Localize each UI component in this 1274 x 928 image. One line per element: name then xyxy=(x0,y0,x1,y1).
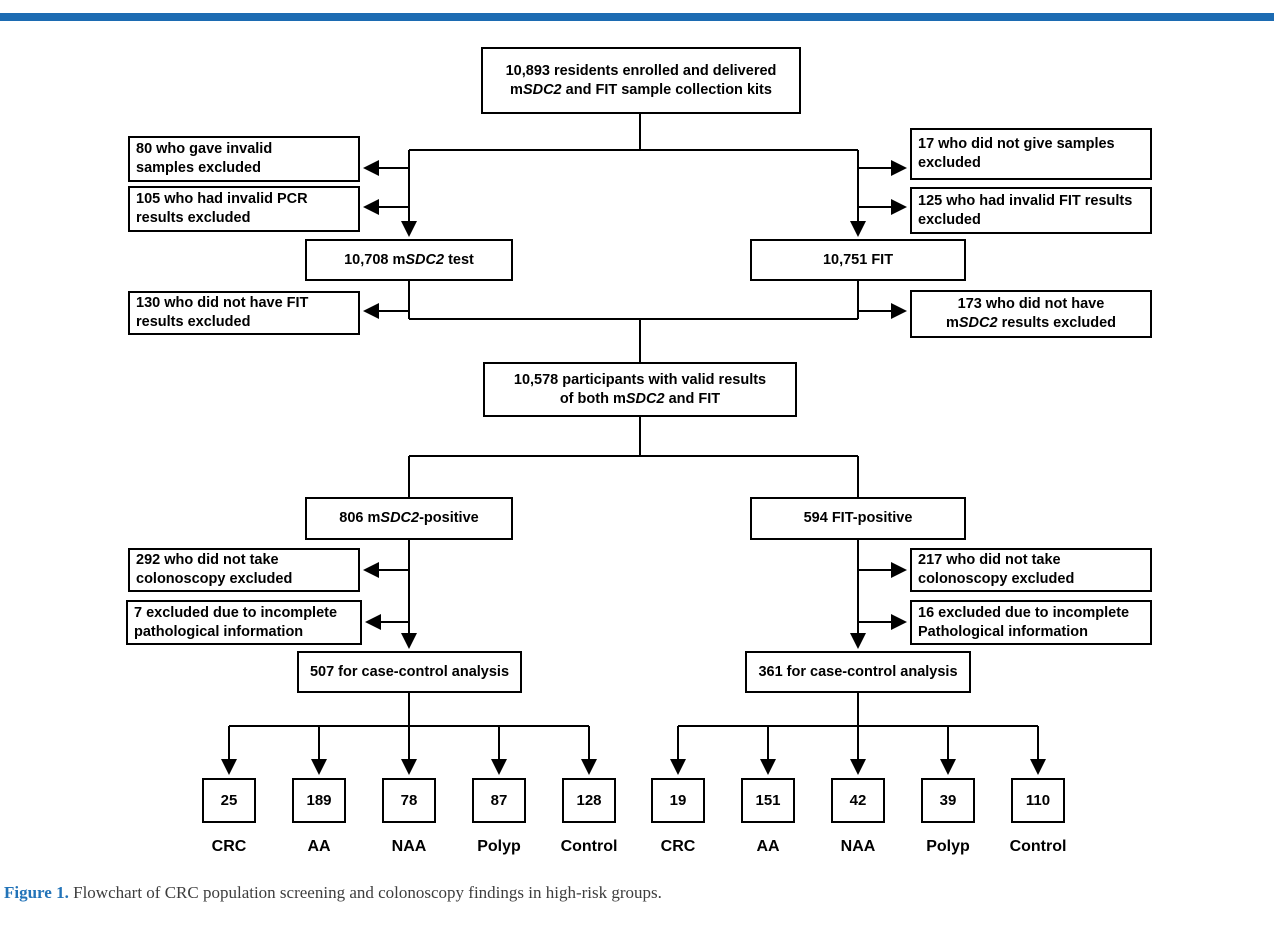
outcome-count-box-fit-crc: 19 xyxy=(651,778,705,823)
node-excluded-invalid-fit: 125 who had invalid FIT results excluded xyxy=(910,187,1152,234)
node-excluded-no-fit-results-text: 130 who did not have FIT results exclude… xyxy=(136,295,309,330)
page-top-rule xyxy=(0,13,1274,21)
outcome-count-box-msdc2-naa: 78 xyxy=(382,778,436,823)
outcome-count-box-msdc2-control: 128 xyxy=(562,778,616,823)
outcome-label-msdc2-crc: CRC xyxy=(211,838,247,855)
node-excluded-no-colonoscopy-right-text: 217 who did not take colonoscopy exclude… xyxy=(918,552,1075,587)
node-fit-test-text: 10,751 FIT xyxy=(822,251,894,268)
outcome-count-box-fit-control: 110 xyxy=(1011,778,1065,823)
node-excluded-no-colonoscopy-right: 217 who did not take colonoscopy exclude… xyxy=(910,548,1152,592)
node-excluded-invalid-pcr-text: 105 who had invalid PCR results excluded xyxy=(136,191,308,226)
connector-lines xyxy=(221,114,1046,775)
figure-caption-label: Figure 1. xyxy=(4,883,69,902)
outcome-label-fit-control: Control xyxy=(1009,838,1067,855)
outcome-count-box-msdc2-polyp: 87 xyxy=(472,778,526,823)
figure-caption-text: Flowchart of CRC population screening an… xyxy=(68,883,662,902)
node-enrolled-text: 10,893 residents enrolled and delivered … xyxy=(505,62,777,98)
node-excluded-no-fit-results: 130 who did not have FIT results exclude… xyxy=(128,291,360,335)
outcome-label-fit-naa: NAA xyxy=(840,838,876,855)
node-excluded-no-samples: 17 who did not give samples excluded xyxy=(910,128,1152,180)
node-excluded-invalid-fit-text: 125 who had invalid FIT results excluded xyxy=(918,192,1133,228)
outcome-label-msdc2-aa: AA xyxy=(307,838,331,855)
node-excluded-no-msdc2-results-text: 173 who did not have mSDC2 results exclu… xyxy=(945,296,1117,331)
node-msdc2-test-text: 10,708 mSDC2 test xyxy=(344,251,474,268)
outcome-label-msdc2-naa: NAA xyxy=(391,838,427,855)
node-fit-positive: 594 FIT-positive xyxy=(750,497,966,540)
node-excluded-incomplete-pathology-right: 16 excluded due to incomplete Pathologic… xyxy=(910,600,1152,645)
node-case-control-msdc2: 507 for case-control analysis xyxy=(297,651,522,693)
outcome-label-fit-polyp: Polyp xyxy=(926,838,970,855)
node-msdc2-positive-text: 806 mSDC2-positive xyxy=(339,510,479,527)
node-valid-both: 10,578 participants with valid results o… xyxy=(483,362,797,417)
outcome-count-box-fit-aa: 151 xyxy=(741,778,795,823)
node-excluded-invalid-pcr: 105 who had invalid PCR results excluded xyxy=(128,186,360,232)
outcome-label-msdc2-control: Control xyxy=(560,838,618,855)
node-valid-both-text: 10,578 participants with valid results o… xyxy=(513,371,767,407)
node-excluded-no-colonoscopy-left-text: 292 who did not take colonoscopy exclude… xyxy=(136,552,293,587)
node-msdc2-test: 10,708 mSDC2 test xyxy=(305,239,513,281)
node-enrolled: 10,893 residents enrolled and delivered … xyxy=(481,47,801,114)
figure-caption: Figure 1. Flowchart of CRC population sc… xyxy=(4,883,1104,903)
node-msdc2-positive: 806 mSDC2-positive xyxy=(305,497,513,540)
node-excluded-no-msdc2-results: 173 who did not have mSDC2 results exclu… xyxy=(910,290,1152,338)
node-case-control-fit-text: 361 for case-control analysis xyxy=(758,663,958,680)
node-excluded-no-colonoscopy-left: 292 who did not take colonoscopy exclude… xyxy=(128,548,360,592)
outcome-count-box-msdc2-crc: 25 xyxy=(202,778,256,823)
node-excluded-incomplete-pathology-right-text: 16 excluded due to incomplete Pathologic… xyxy=(918,604,1130,640)
outcome-label-fit-crc: CRC xyxy=(660,838,696,855)
node-excluded-incomplete-pathology-left: 7 excluded due to incomplete pathologica… xyxy=(126,600,362,645)
outcome-count-box-fit-polyp: 39 xyxy=(921,778,975,823)
node-excluded-invalid-samples: 80 who gave invalid samples excluded xyxy=(128,136,360,182)
node-excluded-no-samples-text: 17 who did not give samples excluded xyxy=(918,136,1115,171)
outcome-count-box-msdc2-aa: 189 xyxy=(292,778,346,823)
node-case-control-fit: 361 for case-control analysis xyxy=(745,651,971,693)
node-fit-positive-text: 594 FIT-positive xyxy=(803,510,913,527)
node-fit-test: 10,751 FIT xyxy=(750,239,966,281)
outcome-count-box-fit-naa: 42 xyxy=(831,778,885,823)
outcome-label-fit-aa: AA xyxy=(756,838,780,855)
node-excluded-invalid-samples-text: 80 who gave invalid samples excluded xyxy=(136,141,273,176)
node-case-control-msdc2-text: 507 for case-control analysis xyxy=(309,663,510,680)
node-excluded-incomplete-pathology-left-text: 7 excluded due to incomplete pathologica… xyxy=(134,604,338,640)
outcome-label-msdc2-polyp: Polyp xyxy=(477,838,521,855)
